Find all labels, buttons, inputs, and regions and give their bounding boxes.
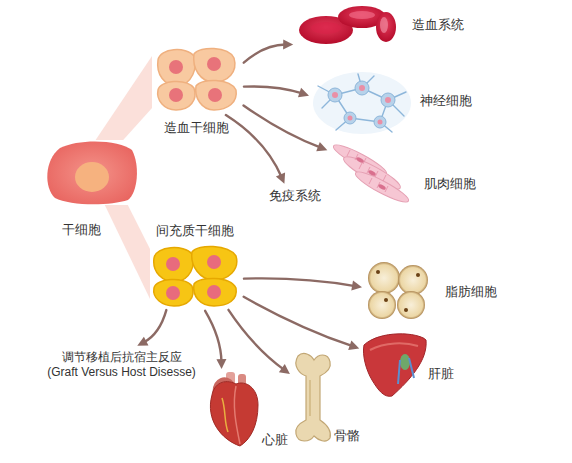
- node-label: 免疫系统: [269, 188, 321, 204]
- arrow-line: [244, 44, 286, 62]
- stem-cell: 干细胞: [45, 140, 137, 205]
- bone-node: 骨骼: [292, 352, 332, 442]
- node-label: 心脏: [262, 432, 288, 448]
- blood-system-node: 造血系统: [296, 4, 398, 46]
- connector: [137, 310, 166, 346]
- connector: [96, 56, 152, 140]
- arrow-head: [276, 173, 285, 184]
- node-label: 肌肉细胞: [424, 176, 476, 192]
- immune-system-node: 免疫系统: [266, 186, 324, 206]
- liver-figure: [363, 334, 426, 396]
- node-label: 干细胞: [62, 222, 101, 238]
- arrow-line: [244, 105, 321, 147]
- connector: [244, 39, 293, 62]
- lineage-wedge: [105, 205, 150, 299]
- liver-node: 肝脏: [362, 330, 426, 398]
- gvhd-node: 调节移植后抗宿主反应 (Graft Versus Host Disesse): [43, 348, 200, 382]
- mesenchymal-cluster: 间充质干细胞: [150, 243, 240, 307]
- node-label: 调节移植后抗宿主反应 (Graft Versus Host Disesse): [46, 350, 197, 380]
- node-label: 间充质干细胞: [156, 223, 234, 239]
- muscle-cell-node: 肌肉细胞: [330, 143, 410, 203]
- arrow-head: [298, 88, 309, 97]
- connector: [244, 297, 360, 350]
- heart-figure: [210, 372, 258, 446]
- arrow-head: [279, 364, 290, 374]
- bone-figure: [296, 353, 331, 441]
- arrow-line: [244, 297, 353, 346]
- arrow-head: [316, 142, 327, 151]
- arrow-line: [244, 86, 302, 93]
- node-label: 造血系统: [412, 17, 464, 33]
- arrow-head: [137, 337, 148, 346]
- connector: [244, 278, 362, 290]
- fat-cell-node: 脂肪细胞: [365, 260, 433, 320]
- node-label: 造血干细胞: [164, 120, 229, 136]
- arrow-line: [205, 311, 221, 362]
- node-label: 肝脏: [428, 366, 454, 382]
- stem-cell-figure: [47, 141, 137, 204]
- connector: [228, 310, 289, 374]
- hematopoietic-cluster: 造血干细胞: [152, 48, 240, 112]
- arrow-line: [144, 310, 167, 342]
- connector: [244, 86, 309, 97]
- arrow-line: [244, 278, 355, 286]
- arrow-head: [283, 39, 293, 49]
- connector: [226, 115, 285, 184]
- arrow-head: [348, 341, 359, 350]
- arrow-line: [228, 310, 284, 370]
- mesenchymal-cluster-figure: [154, 246, 237, 306]
- node-label: 神经细胞: [420, 93, 472, 109]
- fat-cell-figure: [368, 262, 428, 319]
- heart-node: 心脏: [205, 372, 261, 447]
- muscle-cell-figure: [331, 141, 412, 207]
- hematopoietic-cluster-figure: [158, 48, 237, 110]
- node-label: 骨骼: [334, 428, 360, 444]
- arrow-head: [351, 281, 362, 291]
- nerve-cell-node: 神经细胞: [312, 70, 412, 136]
- connector: [244, 105, 328, 151]
- connector: [205, 311, 226, 369]
- neuron-figure: [313, 72, 411, 134]
- red-blood-cell-figure: [299, 6, 396, 44]
- connector: [105, 205, 150, 299]
- arrow-line: [226, 115, 282, 177]
- arrow-head: [216, 359, 226, 369]
- node-label: 脂肪细胞: [445, 284, 497, 300]
- lineage-wedge: [96, 56, 152, 140]
